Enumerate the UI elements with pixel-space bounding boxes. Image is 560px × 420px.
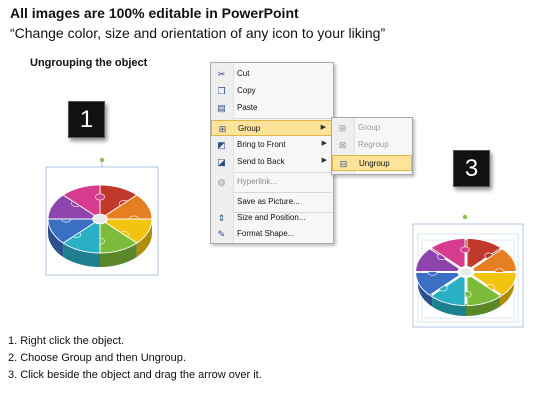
format-shape-icon: ✎	[217, 229, 226, 239]
page-subtitle: “Change color, size and orientation of a…	[10, 25, 386, 41]
size-position-icon: ⇕	[217, 213, 226, 223]
submenu-arrow-icon: ▶	[321, 140, 327, 147]
submenu-item-ungroup[interactable]: ⊟ Ungroup	[332, 155, 412, 171]
ungrouped-selection-box	[412, 223, 524, 328]
page-title: All images are 100% editable in PowerPoi…	[10, 5, 299, 21]
step-3-badge: 3	[453, 150, 490, 187]
menu-item-size-and-position[interactable]: ⇕ Size and Position...	[211, 210, 333, 226]
menu-item-format-shape[interactable]: ✎ Format Shape...	[211, 226, 333, 242]
pie-slice[interactable]	[430, 275, 466, 306]
submenu-item-regroup[interactable]: ⊠ Regroup	[332, 137, 412, 153]
instruction-step-3: 3. Click beside the object and drag the …	[8, 369, 262, 381]
pie-slice[interactable]	[466, 238, 502, 269]
instruction-step-2: 2. Choose Group and then Ungroup.	[8, 352, 186, 364]
menu-item-group[interactable]: ⊞ Group ▶	[211, 120, 333, 136]
paste-icon: ▤	[217, 103, 226, 113]
group-icon: ⊞	[218, 124, 227, 134]
ungrouped-puzzle-pie[interactable]	[408, 212, 528, 332]
menu-item-cut[interactable]: ✂ Cut	[211, 66, 333, 82]
pie-slice[interactable]	[466, 275, 502, 306]
menu-item-bring-to-front[interactable]: ◩ Bring to Front ▶	[211, 137, 333, 153]
section-heading: Ungrouping the object	[30, 57, 148, 69]
pie-center-hole	[459, 267, 473, 277]
pie-center-hole	[92, 213, 108, 225]
puzzle-knob	[460, 246, 470, 253]
ungrouped-rotation-handle[interactable]	[462, 214, 468, 220]
menu-item-send-to-back[interactable]: ◪ Send to Back ▶	[211, 154, 333, 170]
send-to-back-icon: ◪	[217, 157, 226, 167]
menu-item-hyperlink[interactable]: ◍ Hyperlink...	[211, 174, 333, 190]
submenu-arrow-icon: ▶	[321, 157, 327, 164]
context-menu: ✂ Cut ❐ Copy ▤ Paste ⊞ Group ▶ ◩ Bring t…	[210, 62, 334, 244]
group-icon: ⊞	[338, 123, 347, 133]
rotation-handle[interactable]	[99, 157, 105, 163]
pie-side-segment	[136, 219, 152, 257]
regroup-icon: ⊠	[338, 140, 347, 150]
group-submenu: ⊞ Group ⊠ Regroup ⊟ Ungroup	[331, 117, 413, 175]
instruction-list: 1. Right click the object. 2. Choose Gro…	[8, 333, 262, 384]
pie-slice[interactable]	[471, 248, 517, 272]
pie-side-segment	[63, 243, 100, 267]
pie-slice[interactable]	[430, 238, 466, 269]
step-1-badge: 1	[68, 101, 105, 138]
pie-slice[interactable]	[415, 248, 461, 272]
scissors-icon: ✂	[217, 69, 226, 79]
bring-to-front-icon: ◩	[217, 140, 226, 150]
submenu-arrow-icon: ▶	[320, 124, 326, 131]
menu-item-paste[interactable]: ▤ Paste	[211, 100, 333, 116]
pie-side-segment	[48, 219, 64, 257]
instruction-step-1: 1. Right click the object.	[8, 335, 125, 347]
pie-side-segment	[100, 243, 137, 267]
submenu-item-group[interactable]: ⊞ Group	[332, 120, 412, 136]
menu-item-save-as-picture[interactable]: Save as Picture...	[237, 197, 300, 206]
copy-icon: ❐	[217, 86, 226, 96]
ungroup-icon: ⊟	[339, 159, 348, 169]
puzzle-knob	[94, 193, 105, 201]
puzzle-pie-object[interactable]	[40, 155, 165, 280]
pie-slice[interactable]	[471, 272, 517, 296]
menu-item-copy[interactable]: ❐ Copy	[211, 83, 333, 99]
hyperlink-icon: ◍	[217, 177, 226, 187]
pie-slice[interactable]	[415, 272, 461, 296]
